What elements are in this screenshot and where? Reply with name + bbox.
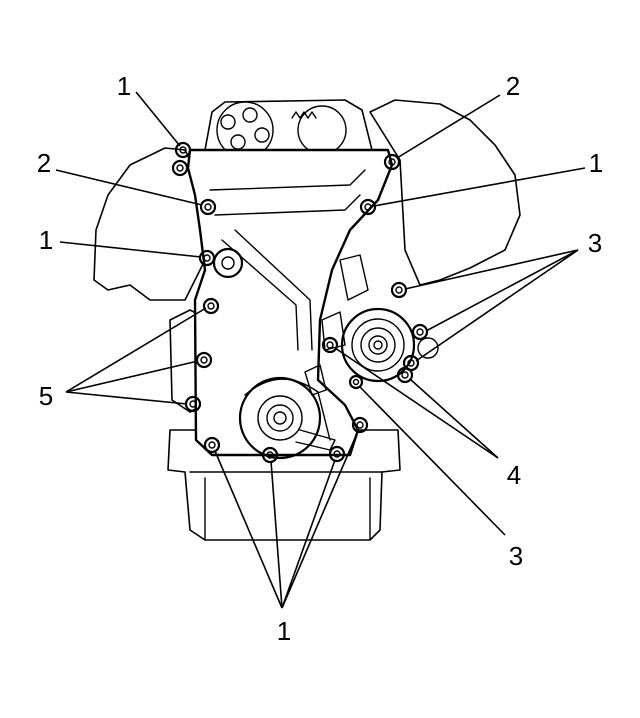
timing-cover xyxy=(186,148,394,457)
bolt-1-left-mid xyxy=(198,249,216,267)
leader-lines xyxy=(55,91,586,609)
callout-1-top-left: 1 xyxy=(117,71,131,101)
bolt-4-right-a xyxy=(321,336,339,354)
bolt-5-b xyxy=(195,351,213,369)
crankshaft-pulley xyxy=(238,376,336,460)
callout-2-top-right: 2 xyxy=(506,71,520,101)
bolt-1-bottom-d xyxy=(351,416,369,434)
callout-1-right-upper: 1 xyxy=(589,148,603,178)
bolt-1-bottom-b xyxy=(261,446,279,464)
bolt-1-top-left xyxy=(174,141,192,159)
callout-1-bottom: 1 xyxy=(277,616,291,646)
bolt-1-bottom-c xyxy=(328,445,346,463)
bolt-5-a xyxy=(202,297,220,315)
callout-2-left: 2 xyxy=(37,148,51,178)
callout-3-right-lower: 3 xyxy=(509,541,523,571)
bolt-1-bottom-a xyxy=(203,436,221,454)
callout-3-right-upper: 3 xyxy=(588,228,602,258)
bolt-3-right-a xyxy=(390,281,408,299)
callout-4-right: 4 xyxy=(507,460,521,490)
bolt-3-lower xyxy=(348,374,364,390)
bolt-4-right-b xyxy=(396,366,414,384)
bolt-2-right xyxy=(383,153,401,171)
bolt-2-left xyxy=(199,198,217,216)
bolt-1-right-upper xyxy=(359,198,377,216)
tensioner-pulley xyxy=(212,247,244,279)
callout-labels: 1 2 2 1 1 3 5 4 3 1 xyxy=(37,71,603,646)
bolt-3-right-b xyxy=(411,323,429,341)
bolt-1-top-left-2 xyxy=(171,159,189,177)
callout-1-left-mid: 1 xyxy=(39,225,53,255)
coolant-pump-pulley xyxy=(340,307,439,383)
callout-5-left: 5 xyxy=(39,381,53,411)
